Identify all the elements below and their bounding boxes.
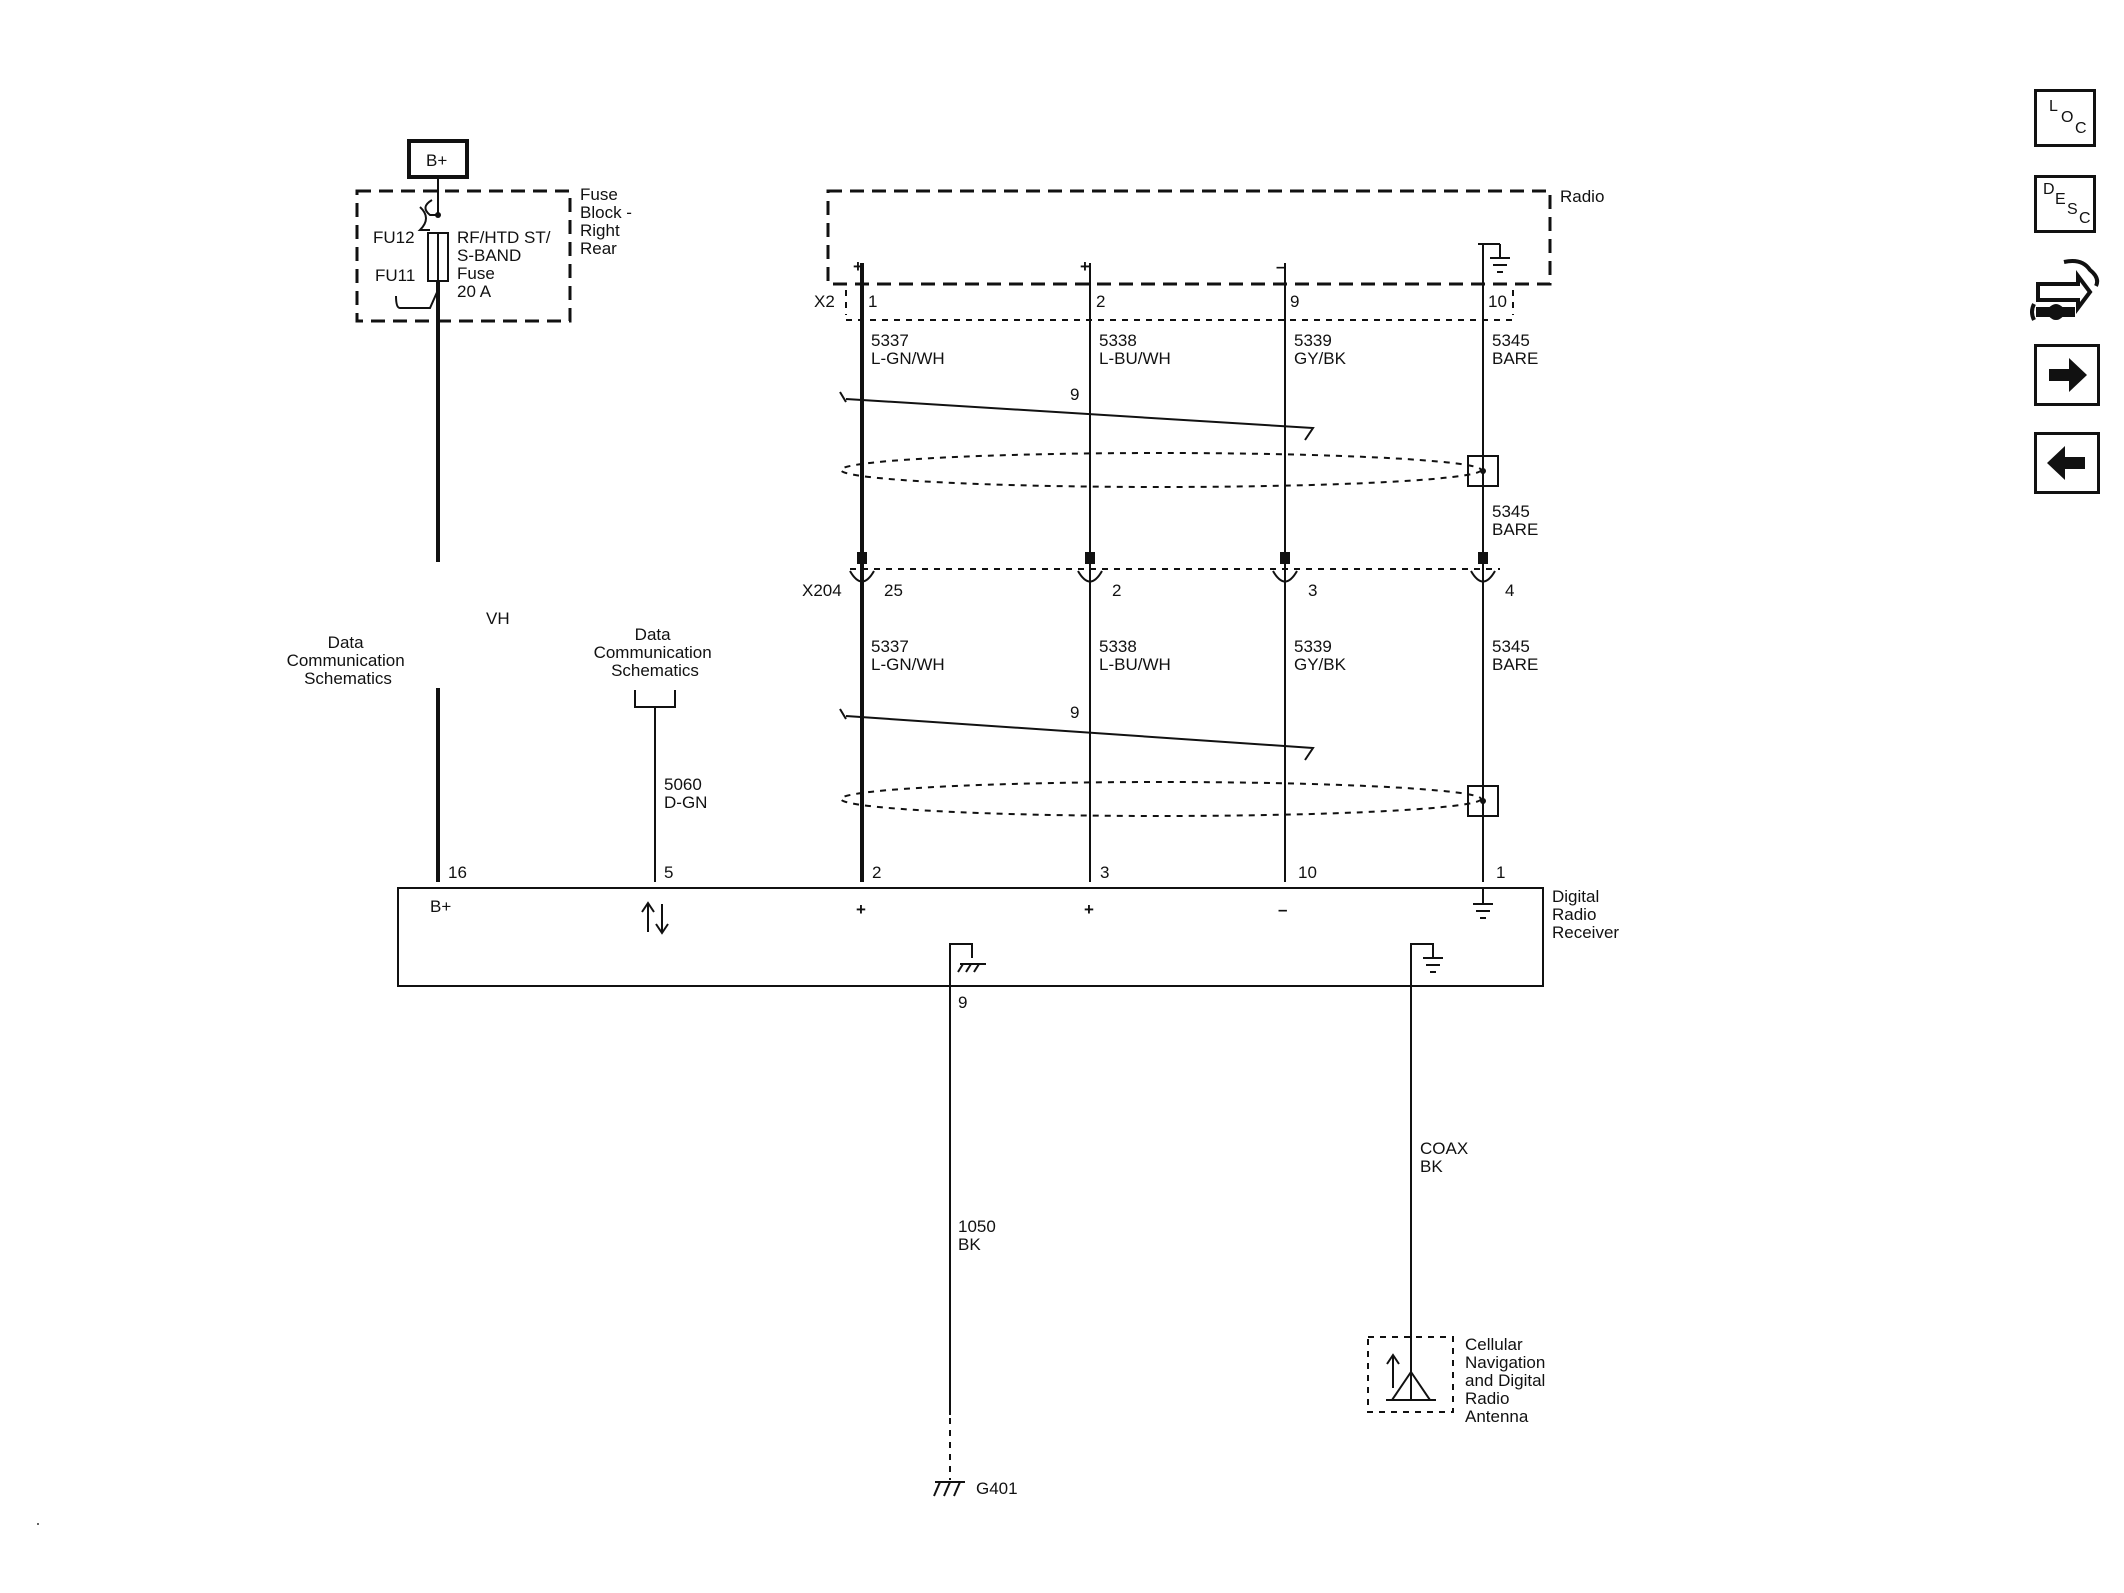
loc-icon-letter-o: O	[2061, 109, 2074, 126]
upper-5339-label: 5339 GY/BK	[1294, 331, 1347, 368]
upper-shield-drain-dot	[1480, 468, 1486, 474]
radio-pin-9: 9	[1290, 292, 1299, 311]
data-comm-mid-bracket	[634, 690, 676, 708]
desc-icon-letter-d: D	[2043, 181, 2055, 198]
antenna-label: Cellular Navigation and Digital Radio An…	[1465, 1335, 1550, 1426]
radio-pin2-polarity: +	[1080, 257, 1090, 276]
arrow-left-icon	[2047, 446, 2085, 480]
radio-pin1-polarity: +	[853, 257, 863, 276]
receiver-pin-10: 10	[1298, 863, 1317, 882]
g401-chassis-ground-icon	[933, 1481, 965, 1497]
radio-ground-icon	[1478, 243, 1510, 273]
fuse-block-label: Fuse Block - Right Rear	[580, 185, 637, 258]
desc-button[interactable]: D E S C	[2034, 175, 2096, 233]
receiver-chassis-ground-icon	[949, 943, 986, 1000]
lower-5338-label: 5338 L-BU/WH	[1099, 637, 1171, 674]
desc-icon-letter-e: E	[2055, 191, 2066, 208]
next-button[interactable]	[2034, 344, 2100, 406]
x204-pin-cups	[849, 552, 1496, 583]
radio-outline	[826, 189, 1552, 286]
receiver-bplus-symbol: B+	[430, 897, 451, 916]
lower-5345-label: 5345 BARE	[1492, 637, 1538, 674]
g401-label: G401	[976, 1479, 1018, 1498]
connector-wrench-button[interactable]	[2030, 252, 2102, 332]
wire-5060-label: 5060 D-GN	[664, 775, 707, 812]
arrow-right-icon	[2049, 358, 2087, 392]
x2-connector-label: X2	[814, 292, 835, 311]
fu11-hook	[395, 289, 439, 309]
radio-pin9-polarity: –	[1276, 257, 1285, 276]
lower-5339-label: 5339 GY/BK	[1294, 637, 1347, 674]
receiver-pin2-polarity: +	[856, 900, 866, 919]
fu12-label: FU12	[373, 228, 415, 247]
fuse-description: RF/HTD ST/ S-BAND Fuse 20 A	[457, 228, 555, 301]
upper-twist-label: 9	[1070, 385, 1079, 404]
fu12-junction	[435, 212, 441, 218]
data-comm-left-fragment: VH	[486, 609, 510, 628]
loc-button[interactable]: L O C	[2034, 89, 2096, 147]
lower-twist-label: 9	[1070, 703, 1079, 722]
receiver-pin10-polarity: –	[1278, 900, 1287, 919]
corner-dot	[37, 1523, 39, 1525]
receiver-pin-16: 16	[448, 863, 467, 882]
receiver-pin-2: 2	[872, 863, 881, 882]
receiver-ground-icon	[1473, 888, 1493, 919]
lower-twist-line	[839, 708, 1315, 761]
loc-icon-letter-l: L	[2049, 98, 2058, 115]
upper-twist-line	[839, 391, 1315, 441]
upper-shield	[840, 452, 1482, 488]
fu11-label: FU11	[375, 266, 415, 285]
fuse-block-outline	[355, 189, 572, 323]
wire-coax-label: COAX BK	[1420, 1139, 1473, 1176]
antenna-icon	[1386, 1353, 1436, 1401]
x204-pin-25: 25	[884, 581, 903, 600]
lower-shield-drain-dot	[1480, 798, 1486, 804]
receiver-coax-ground-icon	[1410, 943, 1443, 1000]
receiver-pin-3: 3	[1100, 863, 1109, 882]
x204-label: X204	[802, 581, 842, 600]
receiver-box	[397, 887, 1544, 987]
lower-shield	[840, 781, 1482, 817]
x204-pin-3: 3	[1308, 581, 1317, 600]
fu12-hook	[417, 206, 430, 231]
prev-button[interactable]	[2034, 432, 2100, 494]
desc-icon-letter-s: S	[2067, 201, 2078, 218]
receiver-ground-pin: 9	[958, 993, 967, 1012]
loc-icon-letter-c: C	[2075, 120, 2087, 137]
radio-pin-2: 2	[1096, 292, 1105, 311]
upper-5345-label: 5345 BARE	[1492, 331, 1538, 368]
lower-shield-drain-box	[1467, 785, 1499, 817]
radio-pin-1: 1	[868, 292, 877, 311]
x204-pin-4: 4	[1505, 581, 1514, 600]
shield-drain-label: 5345 BARE	[1492, 502, 1538, 539]
radio-pin-10: 10	[1488, 292, 1507, 311]
desc-icon-letter-c: C	[2079, 210, 2091, 227]
upper-shield-drain-box	[1467, 455, 1499, 487]
connector-wrench-icon	[2030, 259, 2100, 321]
receiver-pin3-polarity: +	[1084, 900, 1094, 919]
receiver-label: Digital Radio Receiver	[1552, 887, 1619, 942]
upper-5338-label: 5338 L-BU/WH	[1099, 331, 1171, 368]
fu12-jumper	[424, 199, 438, 216]
data-comm-mid-label: Data Communication Schematics	[594, 625, 717, 680]
receiver-pin-5: 5	[664, 863, 673, 882]
data-comm-left-label: Data Communication Schematics	[287, 633, 410, 688]
upper-5337-label: 5337 L-GN/WH	[871, 331, 945, 368]
wire-1050-label: 1050 BK	[958, 1217, 1001, 1254]
antenna-outline	[1367, 1336, 1454, 1413]
bplus-label: B+	[426, 151, 447, 170]
receiver-pin-1: 1	[1496, 863, 1505, 882]
bidirectional-arrows-icon	[641, 901, 669, 935]
x204-pin-2: 2	[1112, 581, 1121, 600]
lower-5337-label: 5337 L-GN/WH	[871, 637, 945, 674]
radio-label: Radio	[1560, 187, 1604, 206]
